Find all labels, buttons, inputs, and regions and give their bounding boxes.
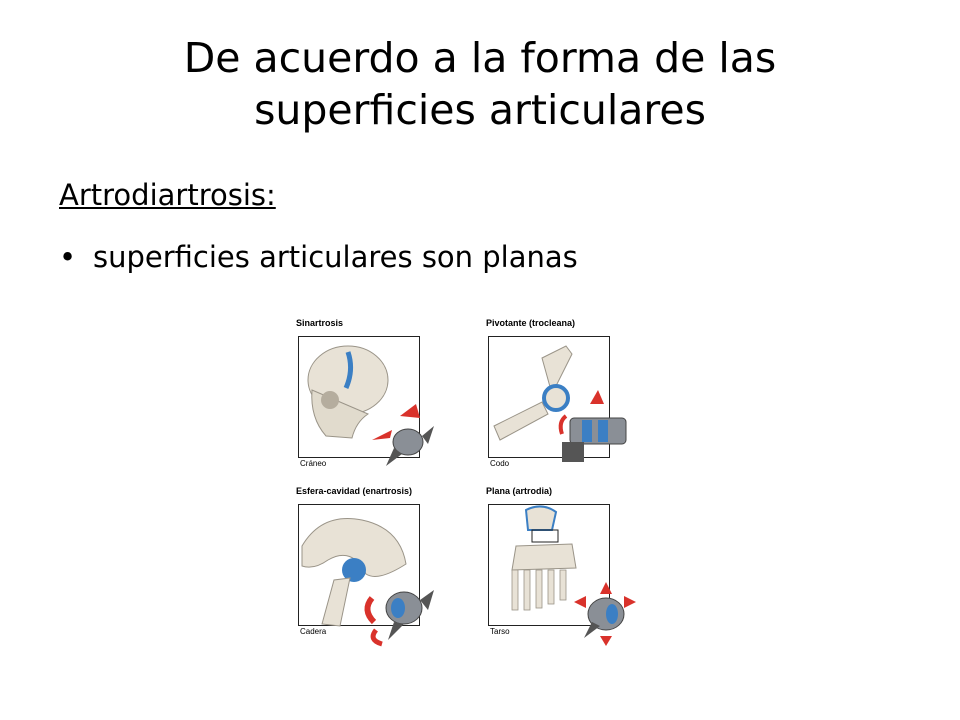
bullet-text: superficies articulares son planas xyxy=(93,240,578,274)
bullet-marker: • xyxy=(59,240,77,274)
panel-plana: Plana (artrodia) Tarso xyxy=(472,486,652,651)
panel-title: Plana (artrodia) xyxy=(486,486,553,496)
panel-title: Sinartrosis xyxy=(296,318,344,328)
slide-title: De acuerdo a la forma de las superficies… xyxy=(60,32,900,136)
skull-icon xyxy=(307,345,434,466)
joint-types-figure: Sinartrosis Cráneo Pivotante (trocleana) xyxy=(282,318,662,658)
panel-pivotante: Pivotante (trocleana) Codo xyxy=(472,318,652,483)
elbow-icon xyxy=(493,345,627,462)
panel-esfera-cavidad: Esfera-cavidad (enartrosis) Cadera xyxy=(282,486,462,651)
panel-caption: Cadera xyxy=(300,627,327,636)
panel-title: Pivotante (trocleana) xyxy=(486,318,576,328)
title-line-1: De acuerdo a la forma de las xyxy=(183,34,777,82)
panel-caption: Cráneo xyxy=(300,459,327,468)
subtitle: Artrodiartrosis: xyxy=(59,178,276,212)
panel-title: Esfera-cavidad (enartrosis) xyxy=(296,486,413,496)
title-line-2: superficies articulares xyxy=(254,86,706,134)
foot-icon xyxy=(511,505,636,646)
bullet-item: • superficies articulares son planas xyxy=(59,240,578,274)
panel-caption: Tarso xyxy=(490,627,510,636)
panel-sinartrosis: Sinartrosis Cráneo xyxy=(282,318,462,483)
hip-icon xyxy=(301,518,434,647)
panel-caption: Codo xyxy=(490,459,510,468)
